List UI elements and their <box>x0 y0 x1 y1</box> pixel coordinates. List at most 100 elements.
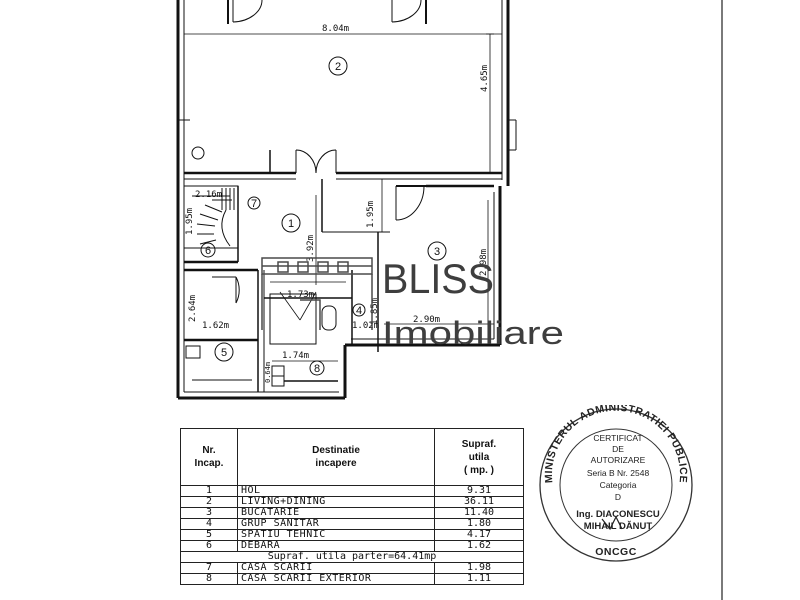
dim-label-kitchen-height: 2.98m <box>479 249 489 276</box>
table-row: 1 HOL 9.31 <box>180 485 524 497</box>
header-area: Supraf. utila ( mp. ) <box>434 428 524 486</box>
stamp-line-8: MIHAIL DĂNUȚ <box>584 521 653 532</box>
row-name: CASA SCARII <box>237 562 435 574</box>
row-nr: 7 <box>180 562 238 574</box>
row-name: LIVING+DINING <box>237 496 435 508</box>
dim-label-living-width: 8.04m <box>322 24 349 34</box>
table-row: 2 LIVING+DINING 36.11 <box>180 496 524 508</box>
header-area-line3: ( mp. ) <box>464 464 494 476</box>
room-number-7: 7 <box>251 198 257 210</box>
dim-living-height <box>486 33 494 173</box>
row-name: BUCATARIE <box>237 507 435 519</box>
wall-inner-lines <box>183 0 517 393</box>
header-area-line2: utila <box>468 451 490 463</box>
room-marker-8 <box>309 360 325 376</box>
row-nr: 4 <box>180 518 238 530</box>
table-row: 6 DEBARA 1.62 <box>180 540 524 552</box>
room-marker-3 <box>427 241 447 261</box>
technical-room-door <box>212 276 240 304</box>
exterior-stair <box>271 360 338 387</box>
dim-label-kitchen-width: 2.90m <box>413 315 440 325</box>
header-area-line1: Supraf. <box>461 438 497 450</box>
bathroom-walls <box>264 270 353 345</box>
dim-label-hall-depth: 1.95m <box>366 201 376 228</box>
row-area: 1.62 <box>434 540 524 552</box>
dim-label-storage-width: 1.62m <box>202 321 229 331</box>
row-area: 9.31 <box>434 485 524 497</box>
table-row: 3 BUCATARIE 11.40 <box>180 507 524 519</box>
room-marker-7 <box>247 196 261 210</box>
dim-label-bath-small: 1.02m <box>352 321 379 331</box>
stair-bottom-wall <box>184 186 239 264</box>
table-row: 4 GRUP SANITAR 1.80 <box>180 518 524 530</box>
row-area: 4.17 <box>434 529 524 541</box>
row-area: 1.80 <box>434 518 524 530</box>
row-nr: 6 <box>180 540 238 552</box>
certification-stamp: MINISTERUL ADMINISTRATIEI PUBLICE ONCGC … <box>539 405 693 562</box>
room-number-3: 3 <box>434 246 440 258</box>
dim-label-storage-height: 2.64m <box>188 295 198 322</box>
technical-room-walls <box>184 268 265 392</box>
row-nr: 8 <box>180 573 238 585</box>
header-nr-line2: Incap. <box>194 458 224 469</box>
header-dest-line1: Destinatie <box>312 445 360 456</box>
dim-label-stair-depth: 1.95m <box>185 208 195 235</box>
living-top-doors <box>227 0 427 24</box>
column-detail <box>191 146 205 160</box>
stamp-line-2: DE <box>612 444 624 454</box>
header-nr: Nr. Incap. <box>180 428 238 486</box>
dim-label-ext-stair-height: 0.64m <box>264 362 272 383</box>
row-name: DEBARA <box>237 540 435 552</box>
stamp-line-6: D <box>615 492 621 502</box>
header-nr-line1: Nr. <box>202 445 216 456</box>
dim-label-ext-stair-width: 1.74m <box>282 351 309 361</box>
room-number-6: 6 <box>205 245 211 257</box>
dim-label-bath-height: 1.85m <box>370 298 380 325</box>
room-marker-4 <box>352 303 366 317</box>
room-marker-5 <box>214 342 234 362</box>
row-nr: 5 <box>180 529 238 541</box>
stamp-outer-ring <box>539 408 693 562</box>
dim-label-bath-width: 1.73m <box>287 290 314 300</box>
row-name: SPATIU TEHNIC <box>237 529 435 541</box>
watermark-brand: BLISS <box>382 255 494 302</box>
row-name: GRUP SANITAR <box>237 518 435 530</box>
watermark-sub: Imobiliare <box>382 315 564 351</box>
signature-mark <box>601 515 623 531</box>
header-dest-line2: incapere <box>315 458 357 469</box>
header-destination: Destinatie incapere <box>237 428 435 486</box>
dim-living-width <box>183 30 503 38</box>
room-number-5: 5 <box>221 347 227 359</box>
room-number-2: 2 <box>335 61 341 73</box>
table-row: 5 SPATIU TEHNIC 4.17 <box>180 529 524 541</box>
technical-box <box>185 345 201 359</box>
row-name: HOL <box>237 485 435 497</box>
stamp-line-4: Seria B Nr. 2548 <box>587 468 650 478</box>
stamp-inner-ring <box>559 428 673 542</box>
row-area: 1.98 <box>434 562 524 574</box>
stamp-line-3: AUTORIZARE <box>591 455 646 465</box>
room-marker-1 <box>281 213 301 233</box>
room-marker-2 <box>328 56 348 76</box>
hall-walls <box>321 179 390 233</box>
stamp-line-1: CERTIFICAT <box>593 433 642 443</box>
dim-label-hall-height: 3.92m <box>306 235 316 262</box>
row-nr: 3 <box>180 507 238 519</box>
stamp-ring-bottom: ONCGC <box>595 546 637 558</box>
row-nr: 2 <box>180 496 238 508</box>
subtotal-row: Supraf. utila parter=64.41mp <box>180 551 524 563</box>
living-bottom-wall <box>183 120 503 180</box>
dim-label-living-height: 4.65m <box>480 65 490 92</box>
room-number-8: 8 <box>314 363 320 375</box>
subtotal-text: Supraf. utila parter=64.41mp <box>180 551 524 563</box>
room-area-table: Nr. Incap. Destinatie incapere Supraf. u… <box>180 428 524 585</box>
row-area: 36.11 <box>434 496 524 508</box>
living-double-door <box>295 149 337 174</box>
bliss-logo-mark <box>261 257 373 330</box>
table-row: 8 CASA SCARII EXTERIOR 1.11 <box>180 573 524 585</box>
kitchen-door <box>395 184 494 221</box>
room-marker-6 <box>200 242 216 258</box>
row-area: 1.11 <box>434 573 524 585</box>
row-name: CASA SCARII EXTERIOR <box>237 573 435 585</box>
